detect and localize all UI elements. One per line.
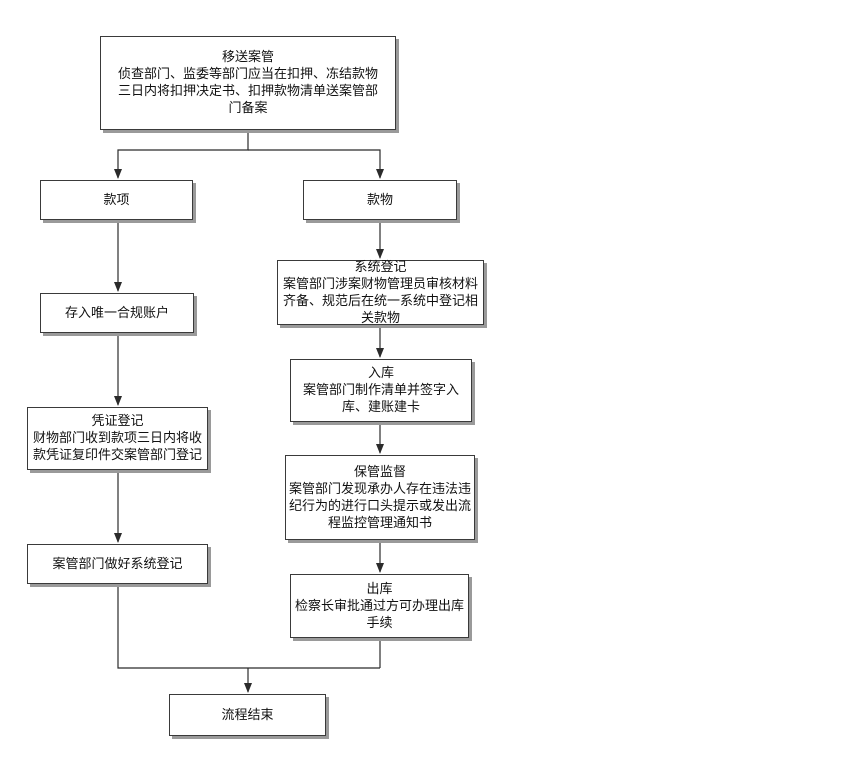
node-transfer-text-2: 三日内将扣押决定书、扣押款物清单送案管部 (117, 84, 378, 99)
node-voucher-register-text-2: 款凭证复印件交案管部门登记 (32, 448, 202, 463)
connector-casesystem-merge (117, 584, 380, 669)
node-warehouse-out-title: 出库 (366, 581, 393, 597)
node-deposit-label: 存入唯一合规账户 (64, 305, 169, 321)
node-property-label: 款物 (366, 192, 393, 208)
node-transfer-title: 移送案管 (221, 50, 274, 65)
node-system-register-text-3: 关款物 (360, 310, 400, 326)
node-case-system-register: 案管部门做好系统登记 (27, 544, 208, 584)
node-custody-title: 保管监督 (354, 464, 407, 480)
node-system-register-text-2: 齐备、规范后在统一系统中登记相 (282, 293, 478, 309)
node-funds-label: 款项 (103, 192, 130, 208)
node-deposit: 存入唯一合规账户 (40, 293, 194, 333)
node-system-register-text-1: 案管部门涉案财物管理员审核材料 (282, 276, 478, 292)
node-custody-text-3: 程监控管理通知书 (328, 515, 433, 531)
node-system-register-title: 系统登记 (354, 259, 407, 275)
node-transfer-text-1: 侦查部门、监委等部门应当在扣押、冻结款物 (117, 67, 378, 82)
node-transfer: 移送案管 侦查部门、监委等部门应当在扣押、冻结款物 三日内将扣押决定书、扣押款物… (100, 36, 396, 130)
node-warehouse-in-text-2: 库、建账建卡 (341, 400, 420, 415)
node-voucher-register: 凭证登记 财物部门收到款项三日内将收 款凭证复印件交案管部门登记 (27, 407, 208, 470)
node-end: 流程结束 (169, 694, 326, 736)
connector-split-property (248, 149, 384, 179)
node-transfer-text-3: 门备案 (228, 101, 268, 116)
node-case-system-register-label: 案管部门做好系统登记 (52, 556, 183, 572)
node-funds: 款项 (40, 180, 193, 220)
node-end-label: 流程结束 (221, 707, 274, 723)
node-warehouse-out: 出库 检察长审批通过方可办理出库 手续 (290, 574, 469, 638)
node-custody-text-2: 纪行为的进行口头提示或发出流 (289, 498, 472, 514)
node-voucher-register-title: 凭证登记 (91, 414, 144, 429)
node-warehouse-out-text-1: 检察长审批通过方可办理出库 (295, 598, 465, 614)
connector-transfer-split (114, 130, 249, 179)
node-voucher-register-text-1: 财物部门收到款项三日内将收 (32, 431, 202, 446)
node-system-register: 系统登记 案管部门涉案财物管理员审核材料 齐备、规范后在统一系统中登记相 关款物 (277, 259, 484, 326)
node-property: 款物 (303, 180, 457, 220)
node-custody: 保管监督 案管部门发现承办人存在违法违 纪行为的进行口头提示或发出流 程监控管理… (285, 455, 475, 540)
node-warehouse-in-title: 入库 (367, 366, 394, 381)
node-warehouse-in: 入库 案管部门制作清单并签字入 库、建账建卡 (290, 359, 472, 422)
node-warehouse-out-text-2: 手续 (366, 615, 393, 631)
node-warehouse-in-text-1: 案管部门制作清单并签字入 (302, 383, 459, 398)
node-custody-text-1: 案管部门发现承办人存在违法违 (289, 481, 472, 497)
